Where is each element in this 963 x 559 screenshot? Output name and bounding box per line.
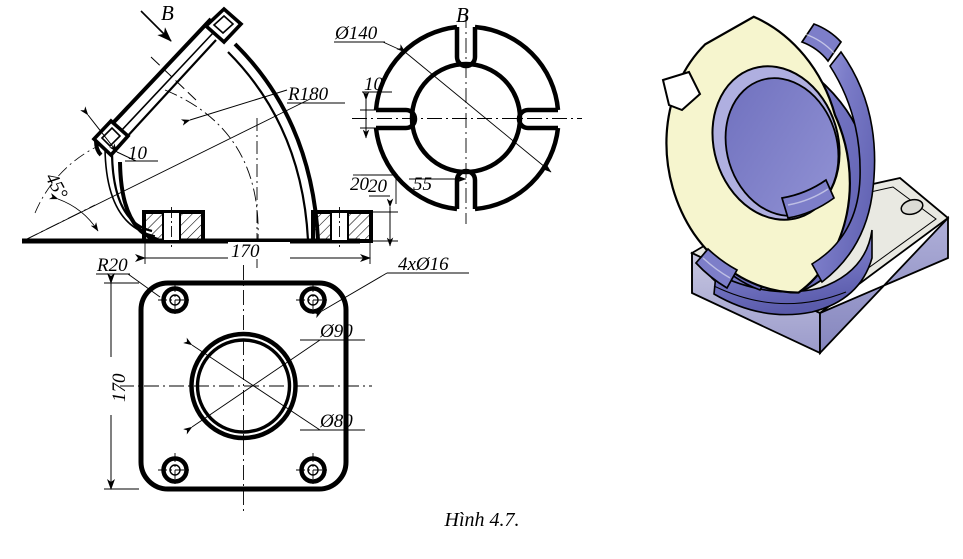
iso-flange-slot-right — [780, 178, 836, 219]
iso-base-side-right — [819, 215, 949, 356]
dim-plan-170-text: 170 — [109, 373, 130, 402]
dim-plan-r20-text: R20 — [96, 255, 128, 276]
dim-front-170: 170 — [135, 241, 371, 264]
dim-sectionb-10: 10 — [360, 74, 404, 139]
plan-bore-outer-circle — [189, 331, 298, 441]
upper-flange-slot — [212, 14, 235, 35]
dim-sectionb-55-text: 55 — [413, 174, 432, 195]
section-arrow-b: B — [140, 1, 197, 101]
iso-flange-slot-bottom — [694, 247, 739, 290]
isometric-3d-model — [661, 15, 950, 356]
dim-170-text-mask — [228, 242, 290, 259]
base-plate-section — [142, 207, 373, 247]
dim-plan-dia80: Ø80 — [300, 411, 365, 432]
dim-plan-4xdia16-text: 4xØ16 — [398, 254, 449, 275]
dim-sectionb-10-text: 10 — [364, 74, 384, 95]
flange-arc-se — [474, 127, 561, 212]
dim-plan170-mask — [100, 357, 120, 415]
iso-slot-top-hl — [804, 33, 835, 54]
iso-flange-slot-top — [800, 22, 843, 63]
section-arrow-b-trace — [150, 56, 197, 101]
elbow-wall-thickness-line — [104, 32, 214, 149]
angle-arc-45 — [48, 193, 99, 232]
dim-front-170-text: 170 — [231, 241, 260, 262]
dim-plan-170: 170 — [100, 273, 139, 490]
dim-sectionb-20-text: 20 — [350, 174, 370, 195]
figure-caption: Hình 4.7. — [444, 509, 520, 531]
upper-flange — [203, 6, 244, 45]
iso-flange-bore — [711, 65, 841, 221]
dim-front-20: 20 — [368, 176, 398, 247]
dim-sectionb-dia140: Ø140 — [334, 23, 552, 173]
elbow-inner-right-wall — [227, 51, 310, 241]
dim-front-r180: R180 — [180, 84, 345, 126]
front-section-view: B 10 45° R180 170 — [22, 1, 398, 268]
elbow-bore-left-line — [111, 39, 217, 154]
iso-body-right-band — [810, 50, 876, 284]
iso-elbow-bell-seam — [713, 285, 847, 305]
iso-bolt-hole-right — [900, 198, 924, 216]
plan-bolt-holes — [158, 283, 330, 487]
dim-plan-4xdia16: 4xØ16 — [313, 254, 469, 319]
dim-sectionb-55: 55 — [409, 174, 467, 195]
dim-4x16-leader — [313, 272, 388, 319]
iso-slot-bottom-hl — [702, 257, 731, 279]
section-b-title: B — [456, 3, 469, 27]
iso-slot-right-hl — [787, 188, 829, 206]
iso-flange-notch-left — [661, 70, 702, 112]
dim-sectionb-dia140-text: Ø140 — [334, 23, 378, 44]
dim-dia140-diagonal — [396, 44, 552, 173]
section-arrow-b-label: B — [161, 1, 174, 25]
dim-dia140-leader — [382, 41, 406, 53]
iso-flange — [661, 15, 851, 294]
dim-plan-dia80-text: Ø80 — [319, 411, 353, 432]
dim-front-10: 10 — [80, 106, 158, 164]
flange-arc-sw — [373, 127, 458, 212]
plan-diag-leader-80 — [183, 339, 321, 435]
dim-front-10-text: 10 — [128, 143, 148, 164]
centerline-ray — [24, 204, 96, 241]
bottom-plan-view: Ø90 Ø80 R20 4xØ16 170 — [96, 254, 469, 512]
dim-plan-dia90-text: Ø90 — [319, 321, 353, 342]
dim-front-10-leader — [116, 151, 137, 162]
plan-diag-leader-90 — [183, 337, 321, 431]
dim-front-r180-leader — [180, 89, 288, 126]
dim-sectionb-20: 20 — [350, 174, 398, 204]
section-b-view: B Ø140 10 20 55 — [334, 3, 582, 224]
elbow-centerline-arc — [164, 89, 259, 241]
dim-front-20-text: 20 — [368, 176, 388, 197]
dim-r20-leader — [127, 273, 161, 298]
section-arrow-b-line — [140, 10, 172, 42]
plan-bore-inner-circle — [195, 338, 292, 434]
dim-plan-dia90: Ø90 — [300, 321, 365, 342]
dim-front-r180-text: R180 — [287, 84, 329, 105]
dim-front-10-line — [80, 106, 118, 153]
